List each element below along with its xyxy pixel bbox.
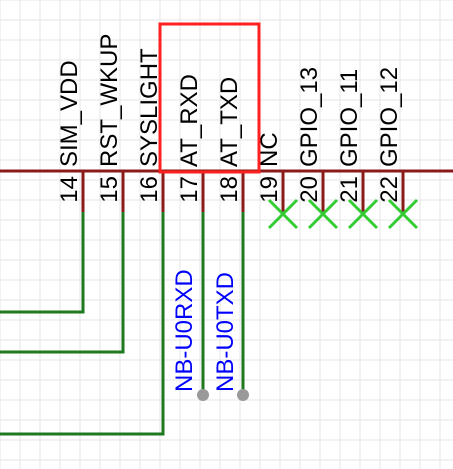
pin-number-16: 16 (136, 176, 163, 203)
pin-name-gpio-13: GPIO_13 (296, 67, 323, 167)
pin-name-at-txd: AT_TXD (216, 77, 243, 167)
no-connect-x-mark-icon (267, 198, 299, 230)
net-label-nb-u0rxd: NB-U0RXD (171, 269, 198, 392)
junction-dot-icon (237, 389, 249, 401)
net-label-nb-u0txd: NB-U0TXD (212, 272, 239, 392)
pin-number-20: 20 (296, 176, 323, 203)
pin-number-17: 17 (176, 176, 203, 203)
no-connect-x-mark-icon (387, 198, 419, 230)
pin-name-at-rxd: AT_RXD (176, 74, 203, 167)
wire-pin-14 (0, 212, 85, 314)
wire-pin-15 (0, 212, 125, 354)
pin-name-rst-wkup: RST_WKUP (96, 34, 123, 167)
junction-dot-icon (197, 389, 209, 401)
pin-name-sim-vdd: SIM_VDD (56, 60, 83, 167)
wire-pin-16 (0, 212, 165, 436)
pin-name-gpio-11: GPIO_11 (336, 69, 363, 167)
pin-number-21: 21 (336, 176, 363, 203)
pin-name-gpio-12: GPIO_12 (376, 67, 403, 167)
pin-number-19: 19 (256, 176, 283, 203)
pin-number-14: 14 (56, 176, 83, 203)
pin-number-22: 22 (376, 176, 403, 203)
no-connect-x-mark-icon (307, 198, 339, 230)
wire-group (0, 212, 245, 436)
pin-number-18: 18 (216, 176, 243, 203)
pin-number-15: 15 (96, 176, 123, 203)
no-connect-x-mark-icon (347, 198, 379, 230)
highlight-rectangle (158, 22, 261, 174)
no-connect-group (267, 198, 419, 230)
pin-group: SIM_VDD14RST_WKUP15SYSLIGHT16AT_RXD17AT_… (56, 34, 405, 212)
